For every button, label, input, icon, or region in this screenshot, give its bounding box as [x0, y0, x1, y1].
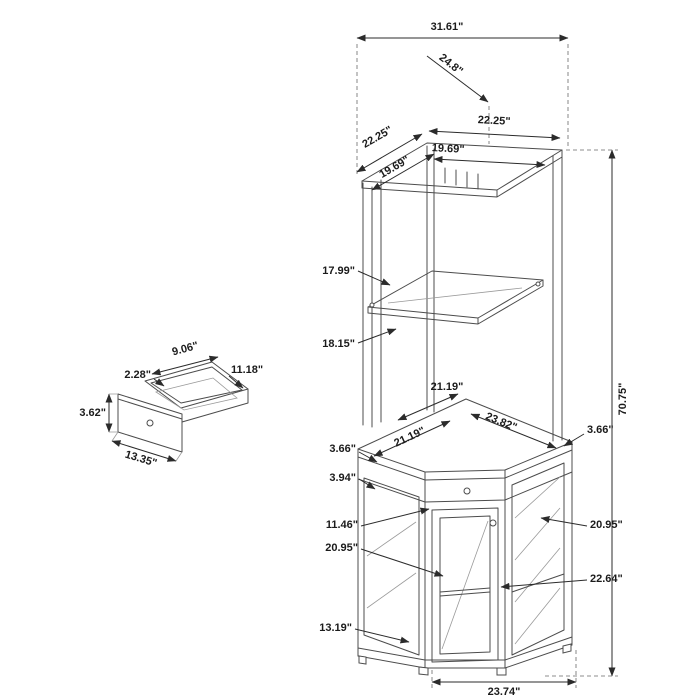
dim-top-frame-left: 22.25" [360, 124, 394, 151]
dim-base-width: 23.74" [488, 686, 521, 698]
dim-drawer-side: 11.18" [231, 364, 263, 376]
stemware-rack [444, 167, 479, 190]
dim-overall-width: 31.61" [431, 21, 464, 33]
dim-counter-left-edge: 21.19" [392, 425, 427, 450]
dim-drawer-face: 3.94" [329, 472, 356, 484]
dim-leader-side-glass-upper [540, 516, 588, 527]
shelf-pin-right [535, 281, 541, 287]
dim-door-opening: 11.46" [326, 519, 358, 531]
dim-counter-thickness-right: 3.66" [587, 424, 614, 436]
drawer-band [357, 471, 573, 503]
dim-overall-height: 70.75" [617, 383, 629, 416]
glass-door [431, 507, 499, 663]
dim-line-top-shelf-left [371, 153, 435, 191]
dim-middle-section: 18.15" [322, 338, 355, 350]
dim-line-drawer-back-width [151, 355, 219, 376]
frame-posts [362, 145, 563, 442]
dim-leader-side-glass-lower [500, 579, 588, 590]
cabinet-body [357, 449, 573, 676]
dim-leader-door-opening [360, 507, 430, 527]
base [357, 636, 573, 676]
drawer-side-face [181, 388, 249, 423]
dim-line-top-shelf-right [433, 155, 546, 169]
dim-leader-drawer-wall [153, 378, 165, 387]
foot-left [358, 655, 367, 665]
dim-leader-bottom-section [354, 628, 410, 644]
dim-line-counter-left-edge [373, 420, 451, 457]
drawer-knob [463, 487, 471, 495]
dimension-annotations: 31.61" 24.8" 22.25" 22.25" 19.69" 19.69"… [79, 21, 629, 698]
dim-leader-drawer-side [228, 375, 244, 389]
corner-bar-unit-drawing [357, 142, 573, 676]
dim-counter-edge-upper: 21.19" [431, 381, 464, 393]
dim-line-top-frame-left [356, 133, 423, 173]
dim-top-frame-right: 22.25" [477, 114, 510, 128]
dim-line-counter-right-edge [470, 413, 557, 449]
foot-center-left [418, 666, 429, 676]
dim-drawer-front-width: 13.35" [123, 449, 158, 470]
door-knob [489, 519, 497, 527]
glass-shelf [367, 270, 544, 325]
right-post [552, 150, 563, 442]
dim-door-glass: 20.95" [325, 542, 358, 554]
dim-leader-drawer-face [358, 478, 376, 490]
right-glass-panel [511, 462, 565, 656]
foot-right [562, 643, 572, 654]
drawer-interior-bottom [155, 377, 238, 411]
dim-side-glass-lower: 22.64" [590, 573, 623, 585]
dim-line-drawer-front-width [111, 440, 177, 462]
dim-drawer-back-width: 9.06" [171, 340, 200, 358]
dim-side-glass-upper: 20.95" [590, 519, 623, 531]
interior-shelf [439, 587, 491, 597]
dim-counter-thickness-left: 3.66" [329, 443, 356, 455]
foot-center-right [496, 667, 507, 676]
left-glass-panel [363, 477, 420, 656]
dim-leader-middle-section [357, 328, 397, 344]
dim-line-counter-edge-upper [397, 393, 459, 421]
dim-counter-right-edge: 23.82" [484, 411, 519, 434]
shelf-pin-left [369, 302, 375, 308]
dim-line-top-frame-right [428, 127, 561, 142]
drawer-detail-knob [146, 419, 154, 427]
dim-drawer-front-height: 3.62" [79, 407, 106, 419]
dim-leader-door-glass [360, 548, 444, 577]
dim-bottom-section: 13.19" [319, 622, 352, 634]
dim-drawer-wall: 2.28" [124, 369, 151, 381]
counter-top [357, 398, 573, 481]
dim-leader-counter-thickness-left [358, 451, 378, 463]
dim-upper-section: 17.99" [322, 265, 355, 277]
dim-leader-counter-thickness-right [563, 433, 585, 447]
dim-leader-top-diagonal [426, 55, 489, 103]
dim-leader-upper-section [357, 270, 391, 286]
dim-top-shelf-right: 19.69" [431, 142, 464, 156]
